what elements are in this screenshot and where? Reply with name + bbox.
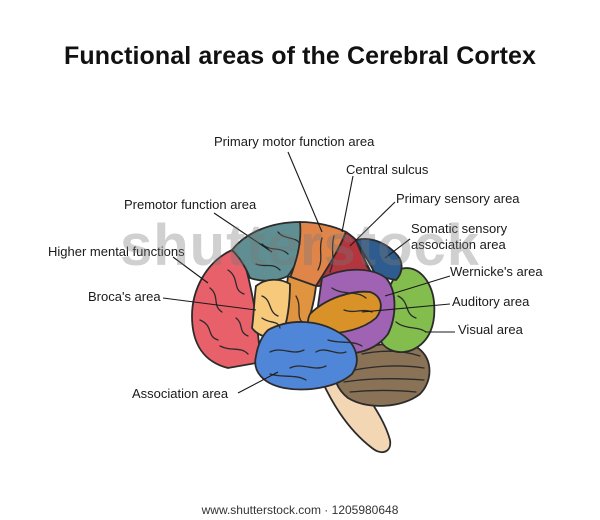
label-somatic-sensory-line1: Somatic sensory — [411, 221, 508, 236]
leader-lines — [162, 151, 455, 394]
leader-association — [237, 371, 279, 394]
label-central-sulcus: Central sulcus — [346, 162, 429, 177]
page-title: Functional areas of the Cerebral Cortex — [63, 42, 537, 70]
label-premotor: Premotor function area — [124, 197, 257, 212]
leader-broca — [162, 297, 257, 311]
label-primary-motor: Primary motor function area — [214, 134, 375, 149]
label-wernicke: Wernicke's area — [450, 264, 543, 279]
higher-mental-functions-region — [191, 248, 264, 369]
leader-somatic-sensory — [384, 238, 411, 259]
label-visual: Visual area — [458, 322, 524, 337]
label-higher-mental: Higher mental functions — [48, 244, 185, 259]
leader-auditory — [361, 303, 451, 313]
leader-primary-motor — [287, 151, 323, 233]
watermark-text: shutterstock — [119, 213, 481, 278]
leader-central-sulcus — [341, 175, 354, 233]
association-area-region — [254, 321, 358, 391]
label-broca: Broca's area — [88, 289, 161, 304]
label-auditory: Auditory area — [452, 294, 530, 309]
footer-stock-id: www.shutterstock.com · 1205980648 — [201, 503, 399, 517]
somatic-sensory-association-region — [354, 238, 403, 281]
cerebellum-folia — [343, 350, 425, 393]
leader-primary-sensory — [349, 201, 396, 247]
label-primary-sensory: Primary sensory area — [396, 191, 520, 206]
leader-higher-mental — [172, 256, 209, 284]
leader-premotor — [213, 212, 273, 253]
leader-wernicke — [384, 275, 451, 297]
label-somatic-sensory-line2: association area — [411, 237, 506, 252]
label-association: Association area — [132, 386, 229, 401]
